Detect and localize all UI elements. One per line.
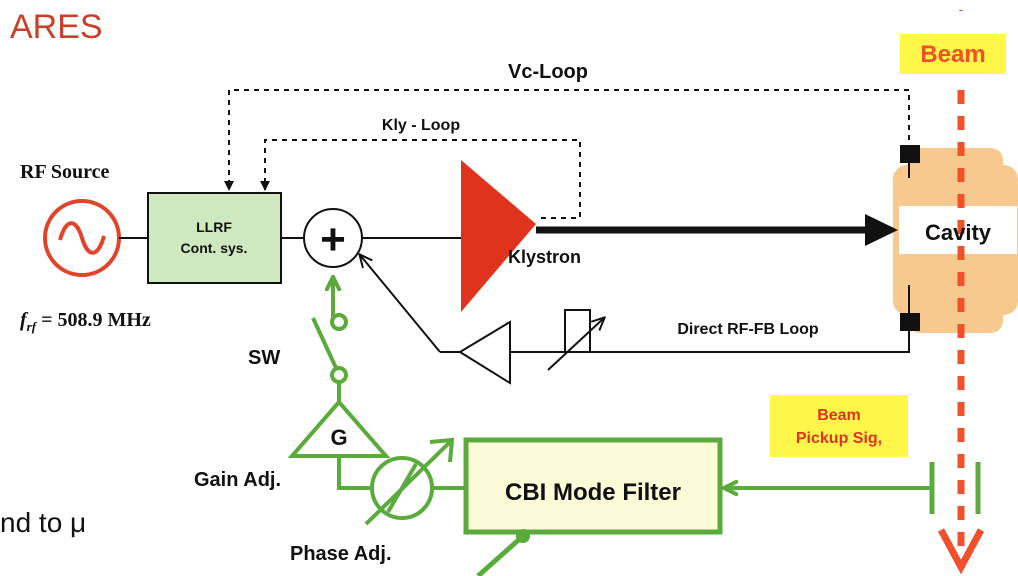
summer-plus: + [320, 215, 346, 264]
sw-contact-bottom [330, 366, 348, 384]
sine-wave-icon [43, 199, 121, 277]
gain-symbol: G [330, 425, 347, 450]
llrf-box [147, 192, 282, 284]
variable-step-element [545, 309, 604, 371]
llrf-label-2: Cont. sys. [181, 240, 248, 256]
cbi-filter-label: CBI Mode Filter [505, 479, 681, 506]
gain-adj-label: Gain Adj. [194, 469, 281, 491]
filter-output-line [476, 534, 525, 576]
beam-label: Beam [920, 41, 985, 68]
beam-arrow [937, 528, 985, 575]
kly-loop-label: Kly - Loop [382, 117, 460, 134]
frf-subscript: rf [27, 319, 38, 334]
beam-top-mark: - [959, 1, 964, 17]
pickup-label-1: Beam [817, 407, 861, 424]
filter-output-node [516, 529, 530, 543]
kly-loop-line [260, 139, 581, 219]
phase-adj-label: Phase Adj. [290, 543, 392, 565]
direct-fb-line [510, 331, 910, 353]
frf-symbol: f [20, 309, 29, 331]
sw-label: SW [248, 347, 280, 369]
fb-to-summer-line [360, 255, 441, 353]
pickup-label-2: Pickup Sig, [796, 430, 882, 447]
direct-fb-label: Direct RF-FB Loop [677, 321, 819, 338]
rf-source-label: RF Source [20, 161, 110, 183]
slide-title: ARES [10, 8, 103, 46]
fb-amplifier-icon [458, 320, 511, 385]
vc-loop-label: Vc-Loop [508, 61, 588, 83]
cropped-body-text: nd to μ [0, 507, 86, 538]
klystron-amplifier [461, 160, 536, 312]
phase-to-gain-line [337, 456, 370, 490]
sw-blade [311, 317, 339, 371]
klystron-output-arrow [865, 214, 898, 246]
beam-label-box [900, 34, 1006, 74]
cbi-mode-filter-box [463, 437, 723, 535]
vc-pickup-probe [900, 145, 920, 163]
cbi-feedback-path: G [287, 278, 981, 576]
klystron-label: Klystron [508, 247, 581, 267]
pickup-label-box [770, 395, 908, 457]
sw-contact-top [330, 313, 348, 331]
cavity-label: Cavity [925, 220, 992, 245]
frf-label: frf = 508.9 MHz [20, 309, 151, 334]
phase-shifter-icon [364, 437, 455, 526]
llrf-label-1: LLRF [196, 219, 232, 235]
fb-pickup-probe [900, 313, 920, 331]
vc-loop-line [224, 89, 910, 191]
frf-value: = 508.9 MHz [36, 309, 151, 331]
